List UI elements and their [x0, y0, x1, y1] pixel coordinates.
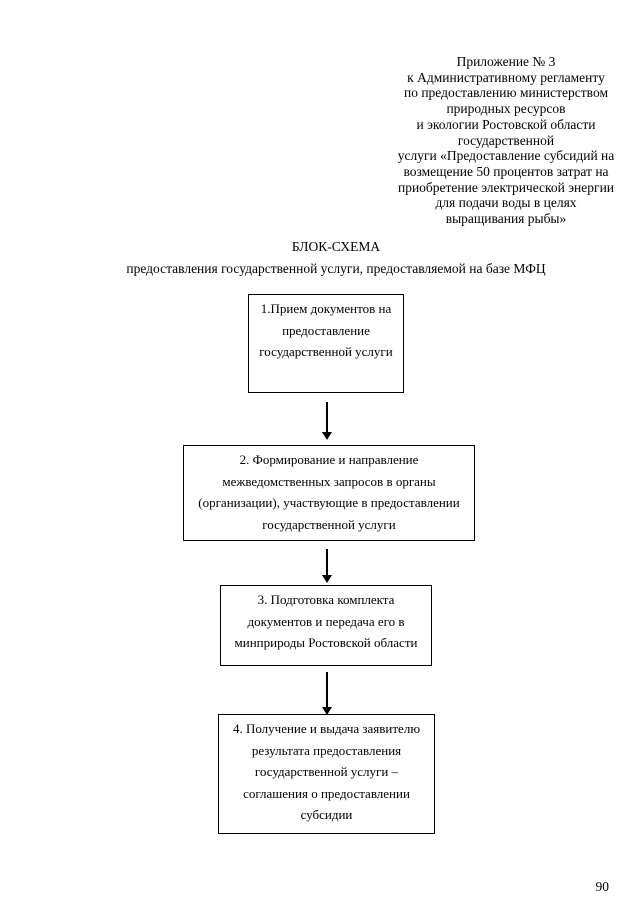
flowchart-step-4: 4. Получение и выдача заявителю результа…: [218, 714, 435, 834]
flow-arrow-3-shaft: [326, 672, 328, 707]
flowchart-step-1: 1.Прием документов на предоставление гос…: [248, 294, 404, 393]
page-subtitle: предоставления государственной услуги, п…: [126, 261, 546, 276]
arrow-down-icon: [322, 432, 332, 440]
flow-arrow-1-shaft: [326, 402, 328, 432]
flow-arrow-3: [321, 672, 333, 715]
flow-arrow-1: [321, 402, 333, 440]
flow-arrow-2-shaft: [326, 549, 328, 575]
arrow-down-icon: [322, 707, 332, 715]
page-number: 90: [595, 879, 610, 894]
flowchart-step-3: 3. Подготовка комплекта документов и пер…: [220, 585, 432, 666]
page-title: БЛОК-СХЕМА: [291, 239, 381, 254]
flowchart-step-2: 2. Формирование и направление межведомст…: [183, 445, 475, 541]
arrow-down-icon: [322, 575, 332, 583]
appendix-header: Приложение № 3 к Административному регла…: [397, 54, 615, 227]
flow-arrow-2: [321, 549, 333, 583]
